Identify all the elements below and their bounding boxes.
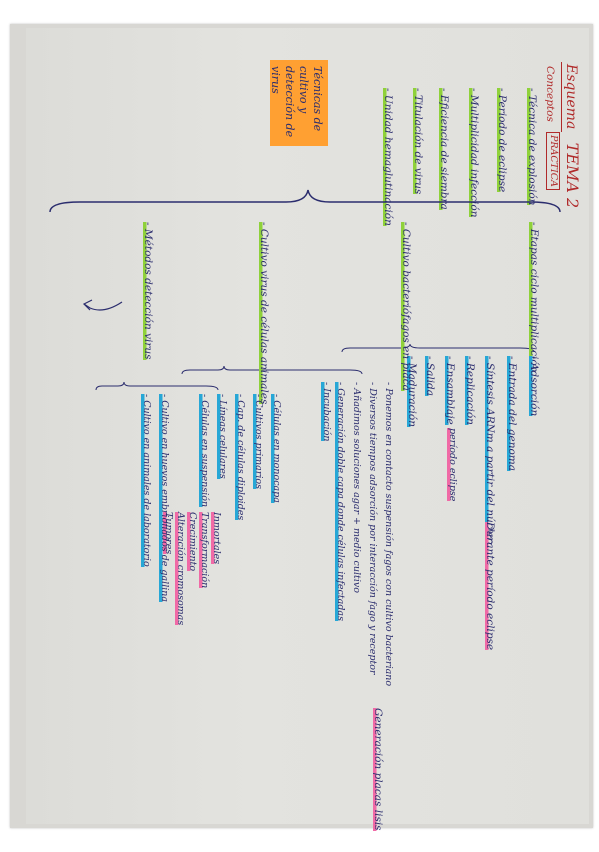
section-note: Durante período eclipse <box>484 522 496 651</box>
section-note: Transformación <box>198 512 210 589</box>
section-item: - Replicación <box>464 356 476 425</box>
section-item: - Síntesis ARNm a partir del núcleo <box>484 356 496 545</box>
section-item: - Añadimos soluciones agar + medio culti… <box>351 382 362 593</box>
section-note: Inmortales <box>210 512 222 565</box>
section-heading: - Métodos detección virus <box>142 222 154 360</box>
section-note: Alteración cromosomas <box>174 512 186 626</box>
section-heading: - Etapas ciclo multiplicación <box>528 222 540 373</box>
section-item: - Ponemos en contacto suspensión fagos c… <box>383 382 394 687</box>
section-item: - Cultivos primarios <box>252 394 264 489</box>
section-item: - Células en suspensión <box>198 394 210 508</box>
section-item: - Adsorción <box>528 356 540 417</box>
notebook-page: Esquema TEMA 2 Conceptos PRÁCTICA - Técn… <box>10 24 593 831</box>
section-item: - Células en monocapa <box>270 394 282 503</box>
section-heading: - Cultivo bacteriófagos en placa <box>400 222 412 391</box>
section-item: - Diversos tiempos adsorción por interac… <box>367 382 378 675</box>
section-item: - Líneas celulares <box>216 394 228 479</box>
section-item: - Cultivo en animales de laboratorio <box>140 394 152 567</box>
section-item: - Ensamblaje <box>444 356 456 425</box>
section-item: - Entrada del genoma <box>506 356 518 471</box>
section-item: - Generación doble capa donde células in… <box>334 382 346 621</box>
section-note: período eclipse <box>446 428 458 502</box>
section-item: - Cap. de células diploides <box>234 394 246 521</box>
section-item: - Cultivo en huevos embrionados de galli… <box>158 394 170 603</box>
section-note: Generación placas lisis <box>372 708 384 831</box>
section-item: - Incubación <box>320 382 332 442</box>
section-note: Crecimiento <box>186 512 198 572</box>
rotated-notes-canvas: Esquema TEMA 2 Conceptos PRÁCTICA - Técn… <box>30 52 590 852</box>
section-heading: - Cultivo virus de células animales <box>258 222 270 405</box>
section-item: - Salida <box>424 356 436 397</box>
